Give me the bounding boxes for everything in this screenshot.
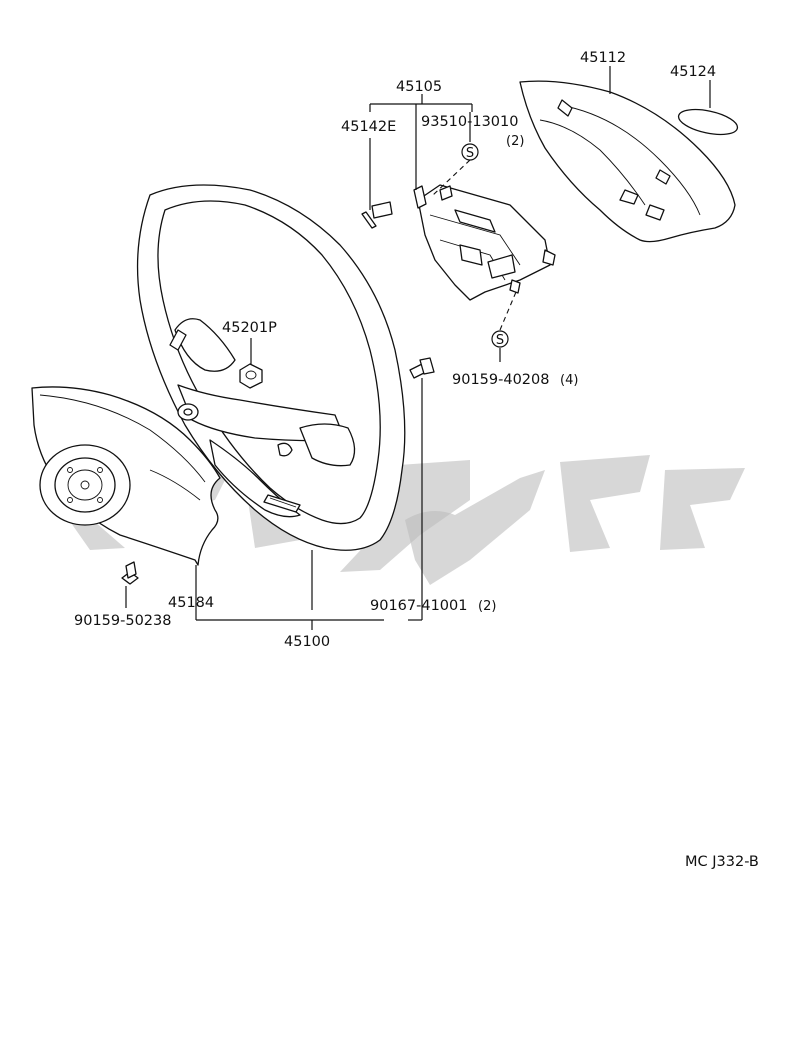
lower-cover xyxy=(31,386,221,566)
horn-pad xyxy=(519,80,736,243)
qty-93510-13010: (2) xyxy=(506,134,524,149)
label-45201p: 45201P xyxy=(222,320,277,336)
leader-lines xyxy=(125,66,711,630)
bracket xyxy=(413,184,556,301)
nut-45201p xyxy=(239,363,263,389)
label-45105: 45105 xyxy=(396,79,442,95)
screw-90159-40208 xyxy=(409,357,435,379)
bolt-45142e xyxy=(361,201,393,229)
label-45100: 45100 xyxy=(284,634,330,650)
label-90167-41001: 90167-41001 xyxy=(370,598,468,614)
label-45124: 45124 xyxy=(670,64,716,80)
screw-90159-50238 xyxy=(121,561,139,585)
label-45142e: 45142E xyxy=(341,119,396,135)
label-93510-13010: 93510-13010 xyxy=(421,114,519,130)
label-45112: 45112 xyxy=(580,50,626,66)
steering-wheel xyxy=(136,184,406,551)
label-90159-40208: 90159-40208 xyxy=(452,372,550,388)
screw-marker-upper: S xyxy=(461,143,479,161)
drawing-code: MC J332-B xyxy=(685,854,759,870)
part-labels: 45105 45112 45124 45142E 93510-13010 (2)… xyxy=(74,50,716,650)
emblem xyxy=(677,108,739,136)
svg-text:S: S xyxy=(466,146,474,161)
qty-90159-40208: (4) xyxy=(560,373,578,388)
qty-90167-41001: (2) xyxy=(478,599,496,614)
svg-text:S: S xyxy=(496,333,504,348)
label-90159-50238: 90159-50238 xyxy=(74,613,172,629)
label-45184: 45184 xyxy=(168,595,214,611)
screw-marker-lower: S xyxy=(491,330,509,348)
